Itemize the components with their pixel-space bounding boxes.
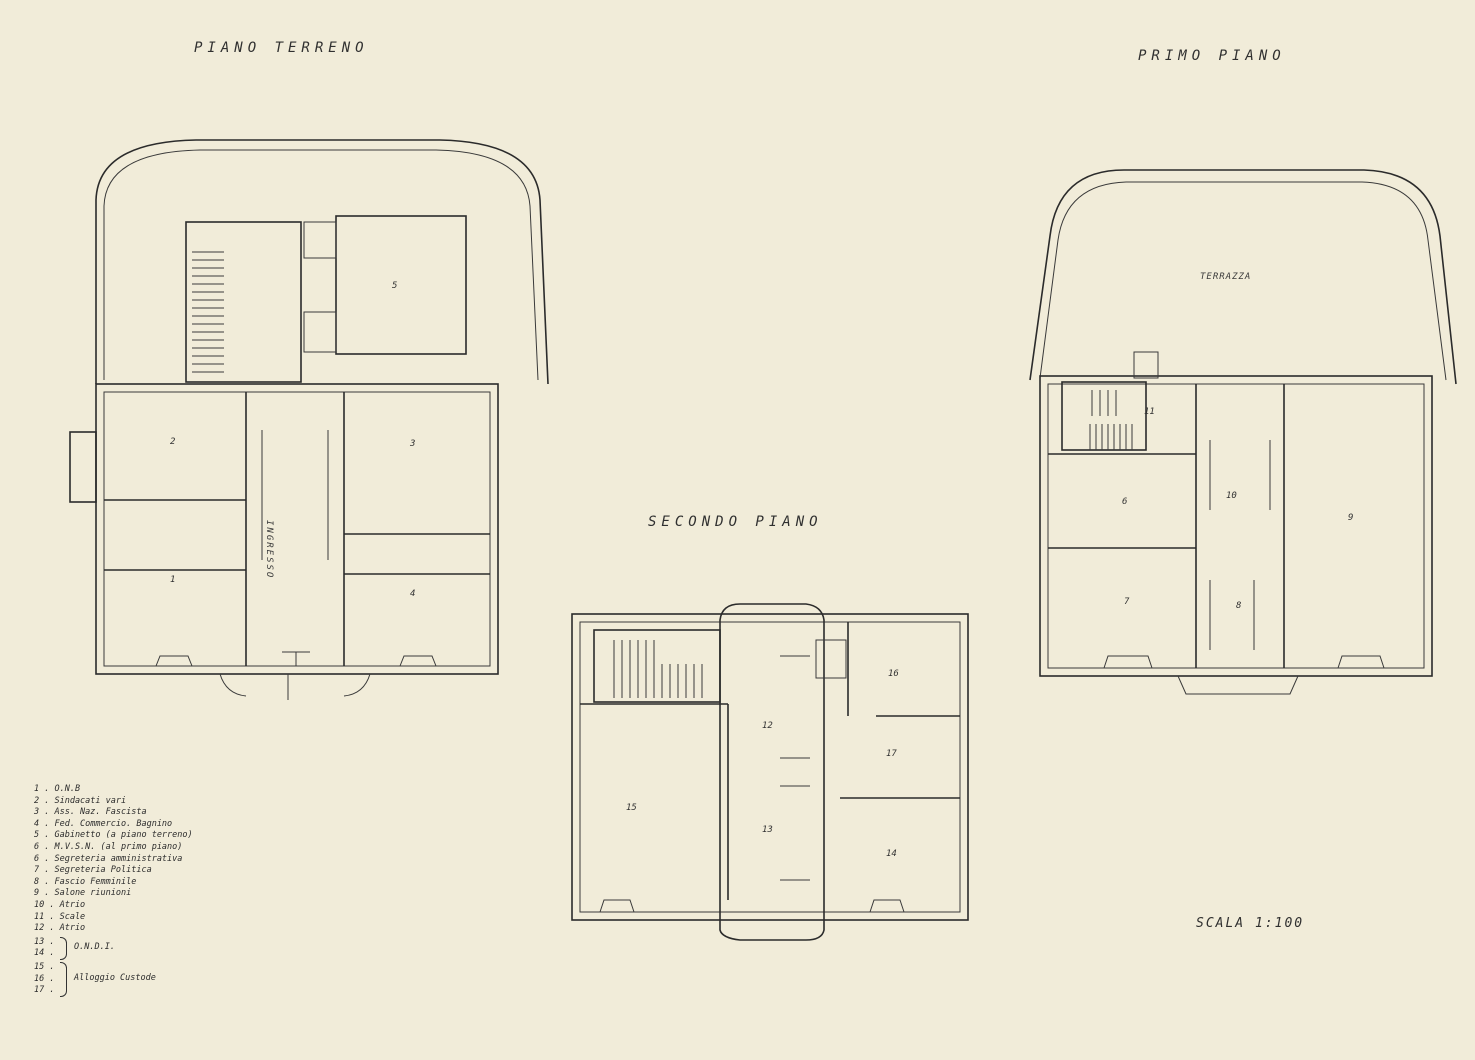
ground-room-number-3: 3 (409, 439, 415, 449)
title-secondo-piano: SECONDO PIANO (648, 514, 823, 530)
ground-main-walls (95, 383, 499, 675)
legend-item: 12 . Atrio (34, 923, 86, 934)
legend-group-label: Alloggio Custode (74, 973, 156, 984)
scale-label: SCALA 1:100 (1196, 916, 1305, 931)
legend-item: 1 . O.N.B (34, 784, 81, 794)
legend-group-label: O.N.D.I. (74, 942, 115, 953)
brace-icon (60, 936, 67, 960)
legend-item: 8 . Fascio Femminile (34, 876, 137, 887)
room-legend: 1 . O.N.B 2 . Sindacati vari 3 . Ass. Na… (34, 784, 294, 997)
title-primo-piano: PRIMO PIANO (1138, 48, 1286, 64)
legend-item: 9 . Salone riunioni (34, 888, 132, 899)
first-room-number-6: 6 (1122, 497, 1127, 507)
first-stair-treads (1089, 390, 1133, 450)
second-stair-block (593, 629, 721, 703)
brace-icon (60, 961, 67, 997)
terrazza-label: TERRAZZA (1200, 272, 1252, 282)
title-piano-terreno: PIANO TERRENO (194, 40, 369, 56)
second-room-number-16: 17 (886, 749, 897, 759)
ground-stair-block (185, 221, 302, 383)
legend-item: 13 . (34, 936, 55, 947)
legend-item: 15 . (34, 961, 55, 972)
legend-item: 2 . Sindacati vari (34, 795, 127, 806)
second-room-number-12: 12 (762, 721, 773, 731)
legend-item: 17 . (34, 985, 55, 996)
first-room-number-10: 10 (1226, 491, 1237, 501)
ground-room-number-4: 4 (410, 589, 415, 599)
first-terrace-outline (1029, 169, 1457, 385)
second-room-number-17: 14 (886, 849, 897, 859)
legend-item: 7 . Segreteria Politica (34, 865, 152, 876)
first-room-number-7: 7 (1124, 597, 1130, 607)
ground-floor-plan: 2 3 1 4 5 (69, 139, 549, 700)
legend-item: 10 . Atrio (34, 899, 86, 910)
second-main-walls (571, 613, 969, 921)
first-main-walls (1039, 375, 1433, 677)
legend-item: 6 . Segreteria amministrativa (34, 853, 183, 864)
first-floor-plan: 6 7 8 9 10 11 (1029, 169, 1457, 695)
legend-item: 4 . Fed. Commercio. Bagnino (34, 818, 173, 829)
second-room-number-14: 15 (626, 803, 637, 813)
legend-group-alloggio: 15 . 16 . 17 . Alloggio Custode (34, 961, 294, 997)
first-stair-block (1061, 381, 1147, 451)
ground-room-number-5: 5 (392, 281, 397, 291)
ground-terrace-outline (95, 139, 549, 385)
first-room-number-11: 11 (1144, 407, 1155, 417)
legend-item: 11 . Scale (34, 911, 86, 922)
legend-item: 14 . (34, 948, 55, 959)
second-room-number-15: 16 (888, 669, 899, 679)
ground-room-5-walls (335, 215, 467, 355)
first-room-number-8: 8 (1236, 601, 1241, 611)
ground-room-number-2: 2 (170, 437, 175, 447)
legend-group-ondi: 13 . 14 . O.N.D.I. (34, 936, 294, 960)
second-corridor-outline (719, 603, 825, 941)
second-stair-treads (613, 640, 703, 698)
ground-room-number-1: 1 (170, 575, 175, 585)
second-floor-plan: 15 12 13 16 17 14 (571, 603, 969, 941)
legend-item: 3 . Ass. Naz. Fascista (34, 807, 147, 818)
legend-item: 6 . M.V.S.N. (al primo piano) (34, 841, 183, 852)
ground-stair-treads (192, 251, 224, 373)
ingresso-label: INGRESSO (264, 520, 274, 580)
second-room-number-13: 13 (762, 825, 773, 835)
legend-item: 16 . (34, 973, 55, 984)
first-room-number-9: 9 (1348, 513, 1353, 523)
legend-item: 5 . Gabinetto (a piano terreno) (34, 830, 193, 841)
